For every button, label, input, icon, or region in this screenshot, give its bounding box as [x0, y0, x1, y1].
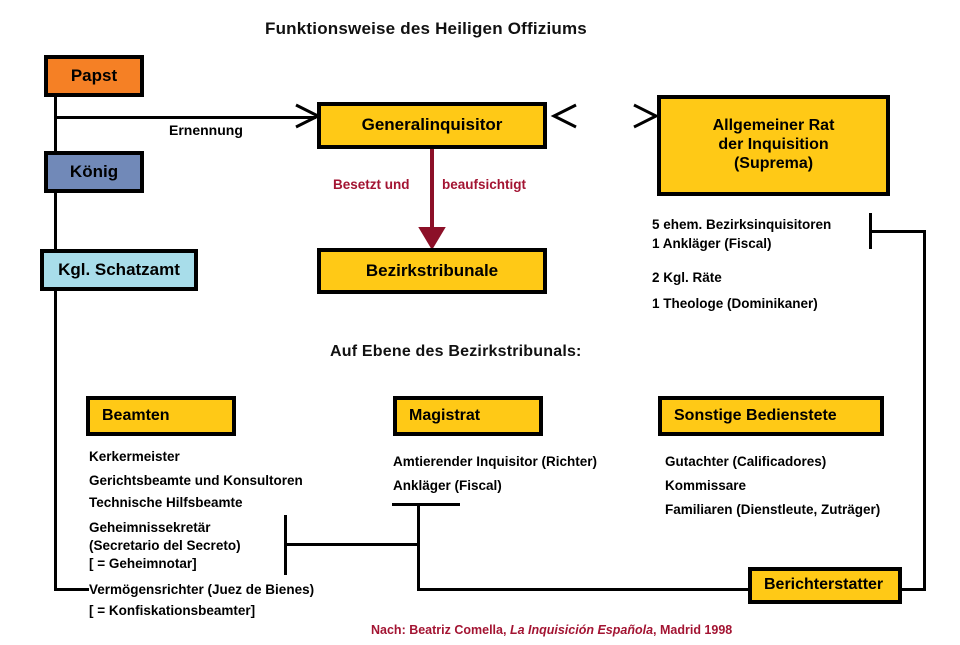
- beamten-item-3: Geheimnissekretär: [89, 520, 211, 535]
- beamten-item-7: [ = Konfiskationsbeamter]: [89, 603, 256, 618]
- citation-title: La Inquisición Española: [509, 623, 654, 637]
- connector-right-down: [923, 230, 926, 588]
- connector-magistrat-down: [417, 503, 420, 591]
- source-citation: Nach: Beatriz Comella, La Inquisición Es…: [371, 623, 732, 637]
- page-title: Funktionsweise des Heiligen Offiziums: [265, 19, 587, 38]
- suprema-member-2: 2 Kgl. Räte: [652, 270, 722, 285]
- beamten-item-6: Vermögensrichter (Juez de Bienes): [89, 582, 315, 597]
- connector-geheimsekretaer-bracket: [284, 543, 420, 546]
- box-bezirkstribunale[interactable]: Bezirkstribunale: [317, 248, 547, 294]
- connector-suprema-bracket: [869, 230, 926, 233]
- box-beamten[interactable]: Beamten: [86, 396, 236, 436]
- suprema-line-1: Allgemeiner Rat: [712, 117, 835, 135]
- connector-besetzt-beaufsichtigt: [430, 148, 434, 236]
- sonstige-item-0: Gutachter (Calificadores): [665, 454, 827, 469]
- suprema-member-0: 5 ehem. Bezirksinquisitoren: [652, 217, 832, 232]
- suprema-line-3: (Suprema): [733, 154, 814, 172]
- connector-papst-trunk: [54, 96, 57, 168]
- box-generalinquisitor[interactable]: Generalinquisitor: [317, 102, 547, 149]
- suprema-member-3: 1 Theologe (Dominikaner): [652, 296, 818, 311]
- box-sonstige-bedienstete[interactable]: Sonstige Bedienstete: [658, 396, 884, 436]
- sonstige-item-2: Familiaren (Dienstleute, Zuträger): [665, 502, 881, 517]
- box-koenig[interactable]: König: [44, 151, 144, 193]
- suprema-member-1: 1 Ankläger (Fiscal): [652, 236, 772, 251]
- beamten-item-0: Kerkermeister: [89, 449, 180, 464]
- beamten-item-4: (Secretario del Secreto): [89, 538, 241, 553]
- connector-magistrat-tick: [392, 503, 460, 506]
- beamten-item-2: Technische Hilfsbeamte: [89, 495, 243, 510]
- connector-schatzamt-to-vermoegensrichter: [54, 588, 89, 591]
- magistrat-item-0: Amtierender Inquisitor (Richter): [393, 454, 598, 469]
- suprema-line-2: der Inquisition: [718, 136, 829, 154]
- section-heading: Auf Ebene des Bezirkstribunals:: [330, 343, 582, 360]
- edge-label-besetzt: Besetzt und: [333, 177, 410, 192]
- magistrat-item-1: Ankläger (Fiscal): [393, 478, 502, 493]
- citation-suffix: , Madrid 1998: [653, 623, 733, 637]
- box-allgemeiner-rat-suprema[interactable]: Allgemeiner Rat der Inquisition (Suprema…: [657, 95, 890, 196]
- connector-bottom-rail: [417, 588, 750, 591]
- box-magistrat[interactable]: Magistrat: [393, 396, 543, 436]
- connector-right-to-berichterstatter: [901, 588, 926, 591]
- box-berichterstatter[interactable]: Berichterstatter: [748, 567, 902, 604]
- edge-label-beaufsichtigt: beaufsichtigt: [442, 177, 527, 192]
- edge-label-ernennung: Ernennung: [169, 122, 243, 138]
- citation-prefix: Nach: Beatriz Comella,: [371, 623, 510, 637]
- connector-ernennung: [54, 116, 316, 119]
- beamten-item-1: Gerichtsbeamte und Konsultoren: [89, 473, 303, 488]
- sonstige-item-1: Kommissare: [665, 478, 747, 493]
- connector-schatzamt-down: [54, 291, 57, 591]
- beamten-item-5: [ = Geheimnotar]: [89, 556, 197, 571]
- box-kgl-schatzamt[interactable]: Kgl. Schatzamt: [40, 249, 198, 291]
- connector-koenig-to-schatzamt: [54, 193, 57, 251]
- box-papst[interactable]: Papst: [44, 55, 144, 97]
